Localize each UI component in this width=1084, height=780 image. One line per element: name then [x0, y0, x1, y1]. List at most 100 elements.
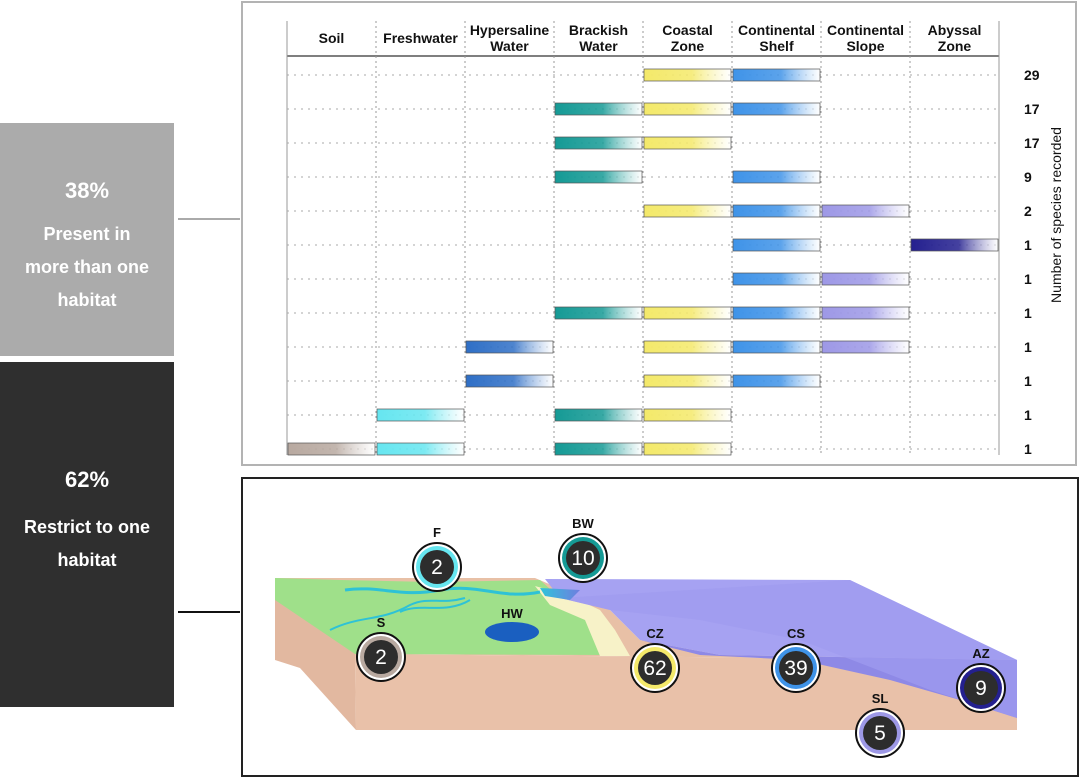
habitat-presence-bar [821, 272, 910, 286]
habitat-presence-bar [287, 442, 376, 456]
habitat-header: Brackish [569, 22, 628, 38]
multi-habitat-description: Present in more than one habitat [0, 218, 174, 317]
habitat-presence-bar [732, 204, 821, 218]
shelf-slope-shading [560, 580, 1017, 718]
habitat-presence-bar [554, 408, 643, 422]
habitat-header: Hypersaline [470, 22, 550, 38]
habitat-header: Freshwater [383, 30, 458, 46]
single-habitat-line: habitat [57, 550, 117, 570]
habitat-presence-bar [732, 238, 821, 252]
river-stream [399, 599, 471, 613]
single-habitat-percent: 62% [64, 467, 110, 492]
habitat-presence-bar [554, 306, 643, 320]
habitat-presence-bar [732, 374, 821, 388]
habitat-presence-bar [376, 408, 465, 422]
habitat-presence-bar [732, 272, 821, 286]
habitat-badge-core [566, 541, 600, 575]
habitat-presence-bar [821, 204, 910, 218]
habitat-header: Continental [738, 22, 815, 38]
habitat-presence-bar [643, 442, 732, 456]
habitat-header: Soil [319, 30, 345, 46]
habitat-header: Continental [827, 22, 904, 38]
habitat-header: Zone [671, 38, 705, 54]
multi-habitat-summary: 38% Present in more than one habitat [0, 123, 174, 356]
multi-habitat-connector [178, 218, 240, 220]
species-count-label: 1 [1024, 305, 1032, 321]
soil-side-face [275, 578, 356, 730]
species-count-label: 9 [1024, 169, 1032, 185]
habitat-map-label: BW [572, 516, 594, 531]
habitat-presence-bar [643, 306, 732, 320]
single-habitat-description: Restrict to one habitat [0, 511, 174, 577]
habitat-presence-bar [465, 374, 554, 388]
multi-habitat-line: more than one [24, 257, 149, 277]
habitat-presence-bar [732, 68, 821, 82]
multi-habitat-line: Present in [43, 224, 131, 244]
habitat-presence-bar [643, 136, 732, 150]
habitat-presence-bar [465, 340, 554, 354]
habitat-badge-core [364, 640, 398, 674]
habitat-header: Water [490, 38, 529, 54]
habitat-map-label: CS [787, 626, 805, 641]
species-count-label: 1 [1024, 237, 1032, 253]
species-count-label: 1 [1024, 441, 1032, 457]
coastal-sand [535, 586, 630, 656]
habitat-presence-bar [643, 68, 732, 82]
habitat-badge-core [638, 651, 672, 685]
river-stream [329, 597, 466, 631]
habitat-badge-core [420, 550, 454, 584]
habitat-species-count: 5 [874, 722, 886, 745]
habitat-presence-bar [732, 340, 821, 354]
habitat-presence-bar [643, 204, 732, 218]
habitat-presence-bar [554, 102, 643, 116]
habitat-presence-bar [554, 136, 643, 150]
habitat-presence-bar [643, 102, 732, 116]
y-axis-label: Number of species recorded [1048, 127, 1064, 303]
species-count-label: 29 [1024, 67, 1040, 83]
habitat-header: Abyssal [928, 22, 982, 38]
habitat-map-label: AZ [972, 646, 989, 661]
habitat-map-label: F [433, 525, 441, 540]
habitat-header: Slope [846, 38, 884, 54]
habitat-badge-core [779, 651, 813, 685]
habitat-header: Coastal [662, 22, 713, 38]
soil-front-face [355, 654, 1017, 730]
habitat-header: Shelf [759, 38, 794, 54]
habitat-presence-bar [732, 170, 821, 184]
habitat-map-label: S [377, 615, 386, 630]
habitat-badge-core [964, 671, 998, 705]
habitat-presence-bar [643, 340, 732, 354]
habitat-species-count: 62 [643, 657, 666, 680]
habitat-presence-bar [732, 306, 821, 320]
habitat-species-count: 2 [375, 646, 387, 669]
habitat-species-count: 10 [571, 547, 594, 570]
habitat-header: Zone [938, 38, 972, 54]
species-count-label: 1 [1024, 339, 1032, 355]
species-count-label: 1 [1024, 271, 1032, 287]
single-habitat-summary: 62% Restrict to one habitat [0, 362, 174, 707]
habitat-species-count: 39 [784, 657, 807, 680]
species-count-label: 17 [1024, 135, 1040, 151]
habitat-map-label: CZ [646, 626, 663, 641]
habitat-presence-bar [910, 238, 999, 252]
hypersaline-pool [485, 622, 539, 642]
habitat-presence-bar [554, 442, 643, 456]
river-mouth [540, 588, 580, 600]
habitat-presence-bar [376, 442, 465, 456]
multi-habitat-percent: 38% [64, 178, 110, 203]
habitat-presence-bar [821, 306, 910, 320]
habitat-presence-bar [643, 374, 732, 388]
species-count-label: 2 [1024, 203, 1032, 219]
habitat-badge-core [863, 716, 897, 750]
multi-habitat-line: habitat [57, 290, 117, 310]
habitat-map-label: SL [872, 691, 889, 706]
habitat-presence-bar [732, 102, 821, 116]
single-habitat-connector [178, 611, 240, 613]
habitat-species-count: 2 [431, 556, 443, 579]
species-count-label: 1 [1024, 407, 1032, 423]
species-count-label: 1 [1024, 373, 1032, 389]
